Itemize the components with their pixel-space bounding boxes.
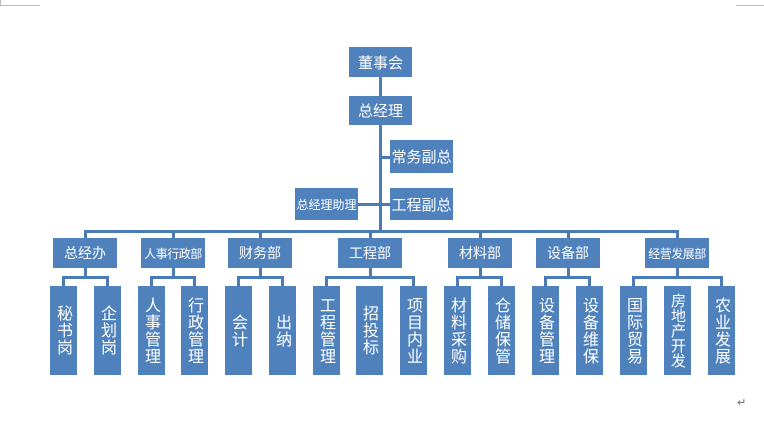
connector-line [412,276,415,286]
page-corner-mark [0,0,1,6]
sub-bus-line [62,276,109,279]
connector-line [84,268,87,277]
sub-unit-node: 仓储保管 [488,286,515,375]
sub-bus-line [150,276,196,279]
connector-line [150,276,153,286]
sub-bus-line [237,276,283,279]
sub-unit-node: 农业发展 [708,286,735,375]
sub-unit-node: 会计 [225,286,252,375]
connector-line [479,268,482,277]
connector-line [380,203,390,206]
dept-node: 财务部 [228,238,292,268]
dept-node: 设备部 [536,238,600,268]
sub-unit-node: 设备管理 [532,286,559,375]
dept-node: 人事行政部 [141,238,205,268]
page-corner-mark [0,5,40,6]
node-gm-assistant: 总经理助理 [295,188,358,220]
sub-unit-node: 秘书岗 [50,286,77,375]
dept-node: 材料部 [448,238,512,268]
connector-line [676,230,679,238]
sub-unit-node: 人事管理 [138,286,165,375]
dept-node: 总经办 [53,238,117,268]
paragraph-mark: ↵ [737,396,747,409]
connector-line [544,276,547,286]
connector-line [567,268,570,277]
sub-bus-line [544,276,591,279]
dept-node: 工程部 [338,238,402,268]
connector-line [369,230,372,238]
sub-unit-node: 材料采购 [444,286,471,375]
node-board: 董事会 [349,47,412,77]
connector-line [106,276,109,286]
connector-line [588,276,591,286]
sub-unit-node: 招投标 [356,286,383,375]
page-corner-mark [736,5,764,6]
node-executive-vp: 常务副总 [390,140,453,173]
connector-line [172,268,175,277]
connector-line [281,276,284,286]
sub-bus-line [632,276,723,279]
node-general-manager: 总经理 [349,96,412,125]
sub-unit-node: 工程管理 [313,286,340,375]
connector-line [567,230,570,238]
connector-line [379,77,382,96]
node-engineering-vp: 工程副总 [390,188,453,220]
sub-unit-node: 出纳 [269,286,296,375]
dept-node: 经营发展部 [645,238,709,268]
sub-bus-line [456,276,503,279]
sub-unit-node: 企划岗 [94,286,121,375]
connector-line [479,230,482,238]
connector-line [237,276,240,286]
connector-line [720,276,723,286]
sub-bus-line [325,276,415,279]
connector-line [358,203,380,206]
connector-line [369,268,372,277]
connector-line [676,268,679,277]
connector-line [380,156,390,159]
connector-line [500,276,503,286]
main-bus-line [84,230,679,233]
sub-unit-node: 设备维保 [576,286,603,375]
sub-unit-node: 房地产开发 [664,286,691,375]
connector-line [325,276,328,286]
connector-line [632,276,635,286]
connector-line [259,268,262,277]
connector-line [84,230,87,238]
sub-unit-node: 国际贸易 [620,286,647,375]
connector-line [193,276,196,286]
sub-unit-node: 行政管理 [181,286,208,375]
connector-line [172,230,175,238]
connector-line [379,125,382,233]
connector-line [62,276,65,286]
connector-line [456,276,459,286]
connector-line [259,230,262,238]
sub-unit-node: 项目内业 [400,286,427,375]
